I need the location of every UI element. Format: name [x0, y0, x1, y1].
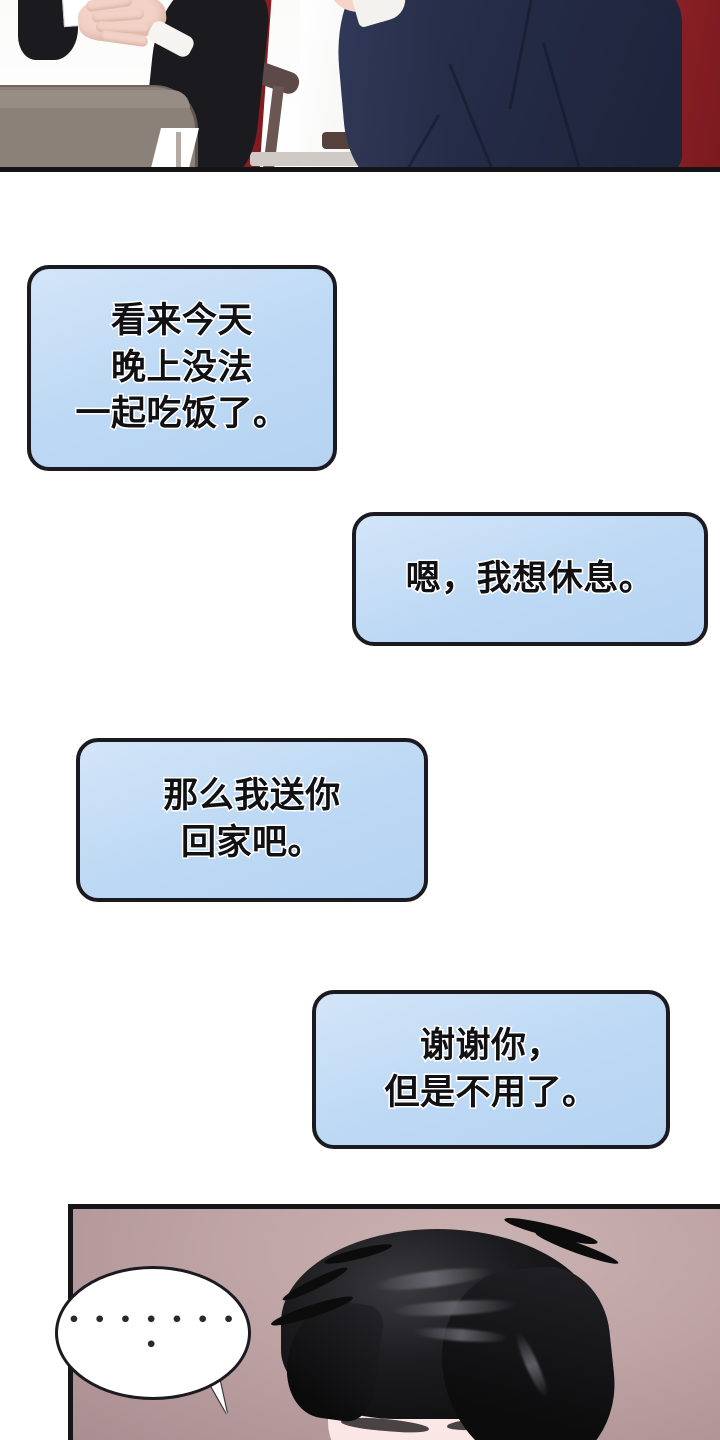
speech-bubble-2: 嗯，我想休息。 — [352, 512, 708, 646]
desk-surface — [0, 90, 190, 108]
speech-bubble-2-text: 嗯，我想休息。 — [404, 557, 655, 600]
chair-base — [250, 152, 370, 166]
speech-bubble-3-text: 那么我送你 回家吧。 — [162, 775, 342, 865]
ellipsis-speech-bubble: • • • • • • • • — [55, 1266, 251, 1400]
desk-leg — [176, 132, 181, 167]
speech-bubble-1: 看来今天 晚上没法 一起吃饭了。 — [27, 265, 337, 471]
speech-bubble-3: 那么我送你 回家吧。 — [76, 738, 428, 902]
top-comic-panel — [0, 0, 720, 172]
navy-suit-arm — [331, 0, 459, 167]
speech-bubble-4: 谢谢你， 但是不用了。 — [312, 990, 670, 1149]
speech-bubble-1-text: 看来今天 晚上没法 一起吃饭了。 — [74, 299, 290, 436]
speech-bubble-4-text: 谢谢你， 但是不用了。 — [383, 1024, 599, 1114]
ellipsis-text: • • • • • • • • — [67, 1308, 239, 1356]
